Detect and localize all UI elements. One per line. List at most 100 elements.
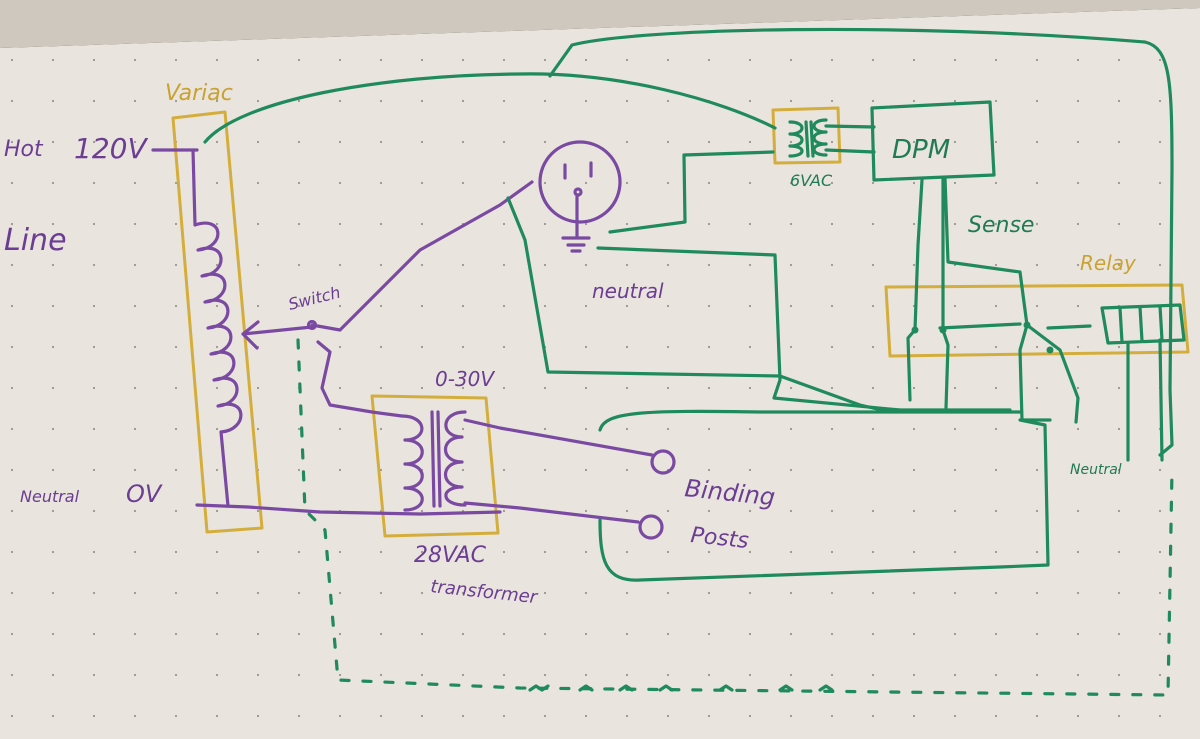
grid-dot (174, 632, 178, 636)
grid-dot (953, 304, 957, 308)
grid-dot (256, 58, 260, 62)
grid-dot (1035, 304, 1039, 308)
grid-dot (133, 673, 137, 677)
grid-dot (133, 714, 137, 718)
grid-dot (1117, 632, 1121, 636)
lower-loop (598, 408, 1050, 582)
grid-dot (1035, 222, 1039, 226)
outlet-body (538, 140, 622, 224)
grid-dot (625, 140, 629, 144)
core-lines (430, 410, 442, 508)
grid-dot (871, 632, 875, 636)
grid-dot (1158, 509, 1162, 513)
junction-dot (1023, 321, 1031, 329)
grid-dot (912, 58, 916, 62)
grid-dot (338, 181, 342, 185)
grid-dot (871, 509, 875, 513)
grid-dot (748, 181, 752, 185)
grid-dot (625, 222, 629, 226)
grid-dot (92, 509, 96, 513)
grid-dot (256, 263, 260, 267)
grid-dot (174, 263, 178, 267)
grid-dot (92, 386, 96, 390)
to-post-1 (463, 418, 654, 457)
grid-dot (1076, 140, 1080, 144)
grid-dot (379, 591, 383, 595)
grid-dot (256, 509, 260, 513)
dpm-box (870, 100, 996, 182)
grid-dot (543, 222, 547, 226)
grid-dot (789, 468, 793, 472)
grid-dot (994, 468, 998, 472)
grid-dot (994, 345, 998, 349)
grid-dot (748, 386, 752, 390)
grid-dot (625, 99, 629, 103)
grid-dot (379, 181, 383, 185)
grid-dot (789, 386, 793, 390)
neutral-left-label: Neutral (20, 487, 80, 506)
grid-dot (1117, 468, 1121, 472)
grid-dot (297, 714, 301, 718)
grid-dot (707, 509, 711, 513)
grid-dot (215, 222, 219, 226)
neutral-right-label: Neutral (1070, 462, 1122, 478)
grid-dot (748, 345, 752, 349)
grid-dot (502, 386, 506, 390)
grid-dot (1117, 673, 1121, 677)
grid-dot (912, 427, 916, 431)
grid-dot (871, 304, 875, 308)
ov-label: OV (126, 480, 163, 508)
grid-dot (543, 673, 547, 677)
grid-dot (1035, 468, 1039, 472)
grid-dot (338, 468, 342, 472)
grid-dot (420, 99, 424, 103)
grid-dot (1035, 386, 1039, 390)
grid-dot (215, 263, 219, 267)
grid-dot (51, 58, 55, 62)
grid-dot (502, 222, 506, 226)
grid-dot (215, 673, 219, 677)
grid-dot (1035, 58, 1039, 62)
grid-dot (1158, 181, 1162, 185)
grid-dot (10, 509, 14, 513)
grid-dot (543, 99, 547, 103)
grid-dot (1035, 140, 1039, 144)
hot-label: Hot (4, 137, 44, 162)
grid-dot (1035, 714, 1039, 718)
grid-dot (133, 58, 137, 62)
grid-dot (543, 140, 547, 144)
grid-dot (830, 181, 834, 185)
grid-dot (1076, 304, 1080, 308)
neutral-outlet-label: neutral (592, 279, 664, 303)
grid-dot (830, 550, 834, 554)
grid-dot (912, 550, 916, 554)
grid-dot (256, 386, 260, 390)
junction-dot (1046, 346, 1054, 354)
grid-dot (543, 58, 547, 62)
grid-dot (461, 58, 465, 62)
grid-dot (666, 304, 670, 308)
grid-dot (625, 181, 629, 185)
variac-label: Variac (165, 81, 233, 106)
grid-dot (1035, 181, 1039, 185)
grid-dot (584, 58, 588, 62)
grid-dot (789, 181, 793, 185)
post-loop (598, 409, 1022, 432)
grid-dot (830, 222, 834, 226)
yellow-outlines (171, 106, 1190, 538)
outlet-feed (608, 150, 775, 234)
grid-dot (1117, 263, 1121, 267)
grid-dot (1035, 345, 1039, 349)
grid-dot (420, 714, 424, 718)
grid-dot (1035, 427, 1039, 431)
grid-dot (1076, 345, 1080, 349)
grid-dot (748, 632, 752, 636)
grid-dot (338, 58, 342, 62)
grid-dot (1076, 222, 1080, 226)
grid-dot (789, 263, 793, 267)
grid-dot (871, 181, 875, 185)
grid-dot (92, 140, 96, 144)
grid-dot (584, 714, 588, 718)
grid-dot (625, 714, 629, 718)
grid-dot (10, 140, 14, 144)
